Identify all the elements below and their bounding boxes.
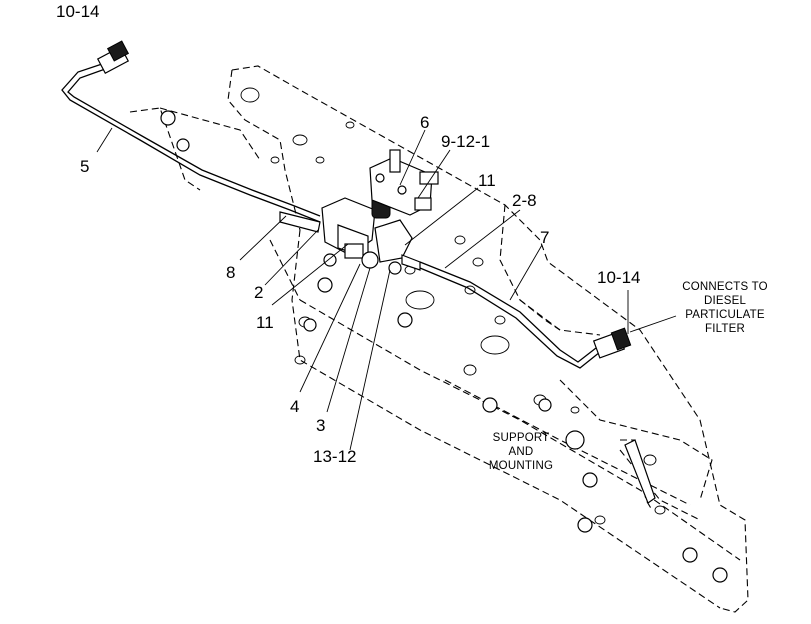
tube-7 [419, 261, 601, 369]
callout-13-12: 13-12 [313, 447, 356, 466]
mounting-bolts [160, 110, 728, 583]
callout-9-12-1: 9-12-1 [441, 132, 490, 151]
support-note-line-1: SUPPORT [493, 432, 550, 444]
connects-note: CONNECTS TO DIESEL PARTICULATE FILTER [682, 281, 767, 335]
callout-11-top: 11 [478, 171, 496, 190]
connects-note-line-3: PARTICULATE [685, 309, 765, 321]
callout-5: 5 [80, 157, 89, 176]
callout-4: 4 [290, 397, 299, 416]
callout-11-bottom: 11 [256, 313, 274, 332]
callout-2-8: 2-8 [512, 191, 537, 210]
callout-6: 6 [420, 113, 429, 132]
support-note-line-3: MOUNTING [489, 460, 553, 472]
connects-note-line-2: DIESEL [704, 295, 747, 307]
callout-3: 3 [316, 416, 325, 435]
leader-lines [96, 127, 677, 451]
fitting-10-14-right [592, 327, 632, 359]
callout-2: 2 [254, 283, 263, 302]
support-note: SUPPORT AND MOUNTING [489, 432, 553, 472]
callout-8: 8 [226, 263, 235, 282]
support-note-line-2: AND [509, 446, 534, 458]
connects-note-line-1: CONNECTS TO [682, 281, 767, 293]
fitting-10-14-left [96, 40, 130, 74]
connects-note-line-4: FILTER [705, 323, 745, 335]
mounting-bracket [369, 149, 439, 216]
pressure-sensor-assembly [279, 195, 421, 275]
tube-5 [61, 61, 321, 223]
frame-rail [129, 65, 749, 613]
callout-7: 7 [540, 228, 549, 247]
callout-10-14-top: 10-14 [56, 2, 99, 21]
callout-labels: 10-14 5 6 9-12-1 11 2-8 7 8 2 11 4 3 13-… [56, 2, 640, 466]
support-arm [624, 439, 656, 504]
callout-10-14-right: 10-14 [597, 268, 640, 287]
